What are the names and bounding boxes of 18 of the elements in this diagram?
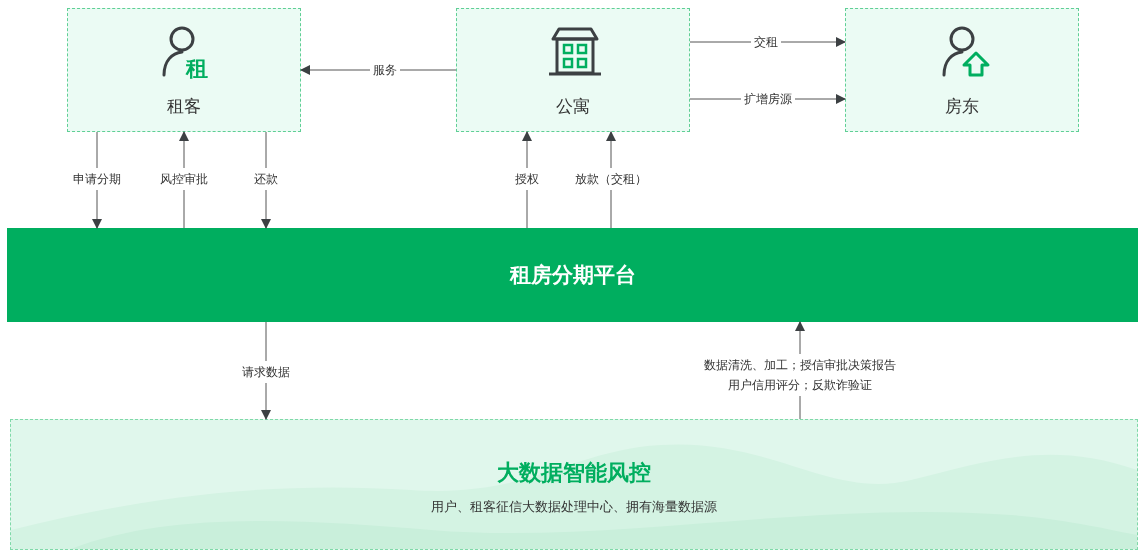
edge-label: 数据清洗、加工；授信审批决策报告用户信用评分；反欺诈验证: [703, 354, 897, 396]
edge-label: 请求数据: [239, 361, 293, 383]
node-title: 公寓: [555, 95, 591, 118]
node-title: 租客: [166, 95, 202, 118]
apartment-card: [456, 8, 690, 132]
risk-control-panel: [10, 419, 1138, 550]
icon-character: 租: [186, 57, 208, 81]
edge-label: 申请分期: [70, 168, 124, 190]
edge-label: 还款: [251, 168, 281, 190]
edge-label: 风控审批: [157, 168, 211, 190]
risk-control-title: 大数据智能风控: [496, 459, 652, 487]
node-title: 房东: [944, 95, 980, 118]
renter-card: [67, 8, 301, 132]
edge-label: 授权: [512, 168, 542, 190]
platform-title: 租房分期平台: [508, 262, 637, 289]
landlord-card: [845, 8, 1079, 132]
risk-control-description: 用户、租客征信大数据处理中心、拥有海量数据源: [430, 498, 718, 516]
platform-band: [7, 228, 1138, 322]
